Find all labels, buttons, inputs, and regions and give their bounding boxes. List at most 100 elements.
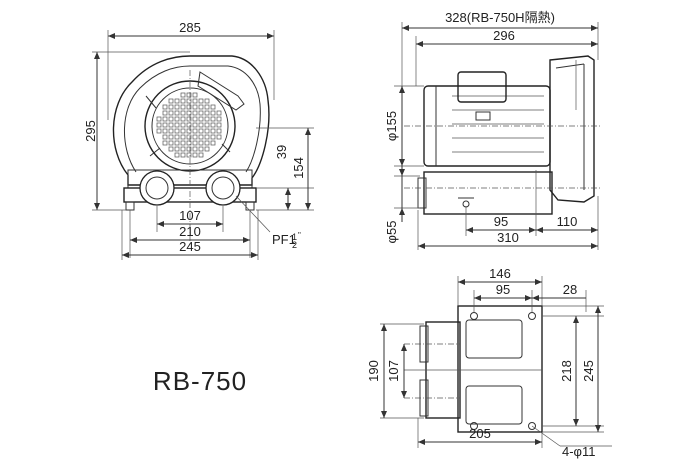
leader-line: [235, 195, 271, 233]
dim-245b: 245: [581, 360, 596, 382]
grille-cell: [210, 122, 216, 128]
port-right: [205, 170, 241, 206]
grille-cell: [204, 140, 210, 146]
grille-cell: [186, 116, 192, 122]
grille-cell: [174, 146, 180, 152]
grille-cell: [192, 152, 198, 158]
dim-146: 146: [489, 266, 511, 281]
grille-cell: [192, 140, 198, 146]
grille-cell: [216, 128, 222, 134]
grille-cell: [204, 98, 210, 104]
grille-cell: [162, 104, 168, 110]
grille-cell: [162, 134, 168, 140]
grille-cell: [192, 128, 198, 134]
housing-ribs: [145, 95, 231, 157]
bottom-view: 146 95 28 190 107 218 245 205 4-φ11: [366, 266, 612, 459]
grille-cell: [174, 152, 180, 158]
dim-154: 154: [291, 157, 306, 179]
grille-cell: [180, 152, 186, 158]
dim-295: 295: [83, 120, 98, 142]
grille-cell: [180, 110, 186, 116]
grille-cell: [174, 128, 180, 134]
grille-cell: [204, 110, 210, 116]
grille-cell: [192, 92, 198, 98]
grille-cell: [198, 104, 204, 110]
blower-housing: [112, 55, 270, 186]
grille-cell: [162, 110, 168, 116]
side-port-block: [423, 171, 553, 215]
bottom-cutout: [465, 385, 523, 425]
dim-107b: 107: [386, 360, 401, 382]
grille-cell: [162, 122, 168, 128]
port-left-inner: [145, 176, 169, 200]
grille-cell: [174, 122, 180, 128]
grille-cell: [204, 122, 210, 128]
grille-cell: [180, 146, 186, 152]
side-port-flange: [417, 177, 427, 209]
grille-cell: [198, 152, 204, 158]
grille-cell: [168, 146, 174, 152]
grille-cell: [198, 128, 204, 134]
grille-cell: [204, 104, 210, 110]
port-frac-num: 1: [292, 232, 297, 242]
grille-cell: [168, 128, 174, 134]
grille-cell: [198, 140, 204, 146]
dim-39: 39: [274, 145, 289, 159]
grille-cell: [180, 134, 186, 140]
grille-cell: [186, 98, 192, 104]
grille-cell: [156, 122, 162, 128]
top-cutout: [465, 319, 523, 359]
grille-cell: [162, 140, 168, 146]
dim-205: 205: [469, 426, 491, 441]
grille-cell: [210, 134, 216, 140]
nameplate: [197, 71, 245, 111]
model-title: RB-750: [153, 366, 247, 396]
dim-310: 310: [497, 230, 519, 245]
side-housing-inner: [555, 63, 585, 190]
grille-cell: [186, 122, 192, 128]
grille-cell: [168, 122, 174, 128]
grille-cell: [192, 98, 198, 104]
foot-right: [245, 201, 255, 211]
grille-cell: [192, 122, 198, 128]
grille-cell: [210, 128, 216, 134]
terminal-plug: [475, 111, 491, 121]
mount-hole: [528, 312, 536, 320]
side-housing: [549, 55, 595, 203]
front-view: 285 295 39 154 107 210 245 PF1 1 2 ": [83, 20, 314, 260]
grille-cell: [174, 98, 180, 104]
grille-cell: [198, 98, 204, 104]
port-frac-sup: ": [298, 231, 301, 240]
grille-cell: [168, 104, 174, 110]
grille-cell: [180, 104, 186, 110]
grille-cell: [198, 110, 204, 116]
grille-cell: [186, 128, 192, 134]
dim-285: 285: [179, 20, 201, 35]
leader-line: [531, 425, 561, 447]
grille-cell: [174, 110, 180, 116]
grille-cell: [192, 116, 198, 122]
grille-cell: [186, 152, 192, 158]
base-footprint: [457, 305, 543, 433]
grille-cell: [204, 116, 210, 122]
grille-cell: [192, 134, 198, 140]
dim-210: 210: [179, 224, 201, 239]
terminal-box: [457, 71, 507, 103]
grille-cell: [216, 116, 222, 122]
housing-inner-rim: [124, 65, 261, 173]
grille-cell: [192, 146, 198, 152]
grille-cell: [192, 110, 198, 116]
dim-296: 296: [493, 28, 515, 43]
grille-cell: [198, 122, 204, 128]
grille-cell: [168, 116, 174, 122]
dim-dia-155: φ155: [384, 111, 399, 141]
grille-cell: [192, 104, 198, 110]
grille-cell: [210, 116, 216, 122]
dim-245: 245: [179, 239, 201, 254]
grille-cell: [186, 134, 192, 140]
grille-cell: [210, 110, 216, 116]
port-size-label: PF1: [272, 232, 296, 247]
grille-cell: [198, 146, 204, 152]
grille-cell: [168, 98, 174, 104]
dim-190: 190: [366, 360, 381, 382]
